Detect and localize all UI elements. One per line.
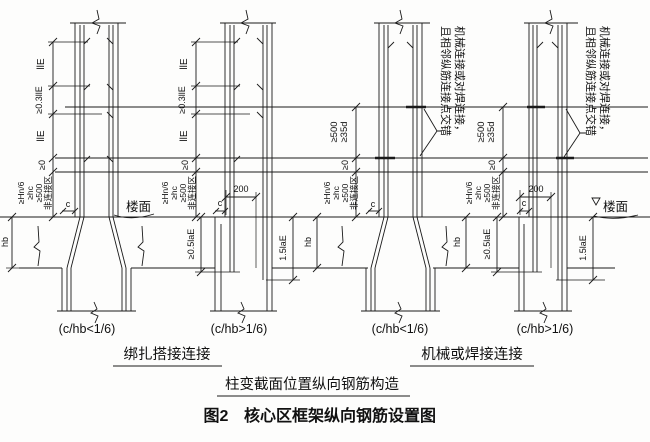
dim-label-lap-gap-1: ≥0.3llE xyxy=(34,86,44,113)
non-splice-zone-labels-column-1: ≥Hn/6 ≥hc ≥500 非连接区 xyxy=(16,176,53,211)
svg-text:≥500: ≥500 xyxy=(178,183,188,202)
svg-text:且相邻纵筋连接点交错: 且相邻纵筋连接点交错 xyxy=(584,26,598,136)
dim-label-anchor-half-2: ≥0.5laE xyxy=(482,229,492,259)
column-4-mech-step xyxy=(514,9,578,324)
note-leader-column-4 xyxy=(563,108,586,158)
dim-label-lap-length-2b: llE xyxy=(179,130,190,141)
dim-label-anchor-half-1: ≥0.5laE xyxy=(186,229,196,259)
dim-label-lap-gap-2: ≥0.3llE xyxy=(177,86,187,113)
dim-label-anchor-1-5-1: 1.5laE xyxy=(278,235,288,261)
dim-label-hb-2: hb xyxy=(303,237,313,247)
svg-text:且相邻纵筋连接点交错: 且相邻纵筋连接点交错 xyxy=(439,26,453,136)
note-mech-connection-column-3: 机械连接或对焊连接， 且相邻纵筋连接点交错 xyxy=(439,26,467,136)
dim-label-stagger-35d-3: ≥35d xyxy=(339,121,350,142)
column-3-mech-taper xyxy=(361,9,440,324)
dim-label-hb-1: hb xyxy=(0,237,10,247)
column-1-lap-taper xyxy=(57,9,136,324)
dim-label-stagger-500-4: ≥500 xyxy=(476,121,487,142)
svg-text:≥hc: ≥hc xyxy=(169,185,179,199)
svg-text:非连接区: 非连接区 xyxy=(43,176,53,211)
figure-caption: 核心区框架纵向钢筋设置图 xyxy=(244,406,436,425)
dim-label-c-4: c xyxy=(522,198,527,208)
diagram-subtitle: 柱变截面位置纵向钢筋构造 xyxy=(225,376,399,393)
figure-caption-prefix: 图2 xyxy=(204,407,229,425)
floor-label-left: 楼面 xyxy=(126,199,151,214)
dim-label-zero-2: ≥0 xyxy=(180,160,190,170)
method-title-lap: 绑扎搭接连接 xyxy=(124,346,211,363)
case-label-3: (c/hb<1/6) xyxy=(372,322,429,336)
non-splice-zone-labels-column-2: ≥Hn/6 ≥hc ≥500 非连接区 xyxy=(160,176,197,211)
note-mech-connection-column-4: 机械连接或对焊连接， 且相邻纵筋连接点交错 xyxy=(584,26,612,136)
svg-text:机械连接或对焊连接，: 机械连接或对焊连接， xyxy=(453,26,467,136)
case-label-2: (c/hb>1/6) xyxy=(211,322,268,336)
offset-c-dimensions xyxy=(59,207,533,215)
non-splice-zone-labels-column-3: ≥Hn/6 ≥hc ≥500 非连接区 xyxy=(322,176,359,211)
svg-text:≥Hn/6: ≥Hn/6 xyxy=(160,181,170,204)
dim-label-zero-4: ≥0 xyxy=(487,160,497,170)
dim-label-200-2: 200 xyxy=(528,184,543,194)
svg-text:非连接区: 非连接区 xyxy=(349,176,359,211)
floor-level-mark-left xyxy=(113,213,155,219)
svg-text:≥hc: ≥hc xyxy=(473,185,483,199)
svg-text:≥Hn/6: ≥Hn/6 xyxy=(464,181,474,204)
anchorage-dimensions xyxy=(196,212,598,285)
dim-label-hb-3: hb xyxy=(452,237,462,247)
dim-label-lap-length-1a: llE xyxy=(36,58,47,69)
beam-height-dimensions xyxy=(6,212,471,273)
svg-text:≥hc: ≥hc xyxy=(25,185,35,199)
dimension-chain-column-1 xyxy=(48,37,102,222)
case-label-4: (c/hb>1/6) xyxy=(517,322,574,336)
svg-text:≥500: ≥500 xyxy=(482,183,492,202)
floor-label-right: 楼面 xyxy=(603,199,628,214)
note-leader-column-3 xyxy=(419,108,441,157)
non-splice-zone-labels-column-4: ≥Hn/6 ≥hc ≥500 非连接区 xyxy=(464,176,501,211)
dim-label-stagger-35d-4: ≥35d xyxy=(486,121,497,142)
svg-text:≥hc: ≥hc xyxy=(331,185,341,199)
dim-label-lap-length-1b: llE xyxy=(36,130,47,141)
dim-label-c-3: c xyxy=(371,199,376,209)
dim-label-c-1: c xyxy=(66,199,71,209)
svg-text:≥500: ≥500 xyxy=(34,183,44,202)
case-label-1: (c/hb<1/6) xyxy=(59,322,116,336)
svg-text:非连接区: 非连接区 xyxy=(491,176,501,211)
method-title-mech: 机械或焊接连接 xyxy=(421,346,523,363)
dim-label-zero-1: ≥0 xyxy=(37,160,47,170)
svg-text:≥Hn/6: ≥Hn/6 xyxy=(322,181,332,204)
dimension-chain-column-4 xyxy=(498,102,508,222)
svg-text:≥Hn/6: ≥Hn/6 xyxy=(16,181,26,204)
dim-label-lap-length-2a: llE xyxy=(179,58,190,69)
floor-level-mark-right xyxy=(591,197,639,219)
dim-label-anchor-1-5-2: 1.5laE xyxy=(578,235,588,261)
beam-lines xyxy=(0,106,650,281)
dim-label-zero-3: ≥0 xyxy=(340,160,350,170)
dimension-chain-column-3 xyxy=(351,102,361,222)
dim-label-c-2: c xyxy=(218,198,223,208)
svg-text:非连接区: 非连接区 xyxy=(187,176,197,211)
bend-200-dimensions xyxy=(221,190,556,215)
dim-label-stagger-500-3: ≥500 xyxy=(329,121,340,142)
dim-label-200-1: 200 xyxy=(233,184,248,194)
dimension-chain-column-2 xyxy=(191,37,250,222)
svg-text:机械连接或对焊连接，: 机械连接或对焊连接， xyxy=(598,26,612,136)
svg-text:≥500: ≥500 xyxy=(340,183,350,202)
column-2-lap-step xyxy=(210,9,277,324)
